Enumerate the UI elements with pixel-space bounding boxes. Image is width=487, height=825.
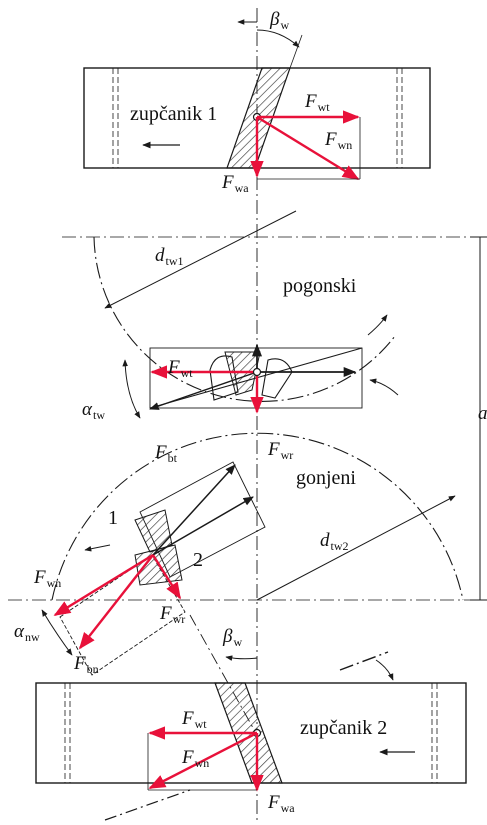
label-f-wt-top: Fwt xyxy=(305,91,330,114)
label-driving-gear: pogonski xyxy=(283,275,357,297)
label-f-wa-bot: Fwa xyxy=(268,792,295,815)
label-num-1: 1 xyxy=(108,507,118,529)
label-f-wr-left: Fwr xyxy=(160,603,186,626)
label-alpha-tw: αtw xyxy=(82,399,105,422)
label-beta-w-top: βw xyxy=(270,9,290,32)
label-f-bt: Fbt xyxy=(155,442,177,465)
label-beta-w-mid: βw xyxy=(223,626,243,649)
label-f-wn-left: Fwn xyxy=(34,567,62,590)
label-f-wt-mid: Fwt xyxy=(168,357,193,380)
label-alpha-nw: αnw xyxy=(14,621,40,644)
pitch-circles xyxy=(8,210,487,601)
label-d-tw1: dtw1 xyxy=(155,245,184,268)
label-d-tw2: dtw2 xyxy=(320,530,349,553)
gear2-top-view xyxy=(35,651,467,821)
label-f-wr-mid: Fwr xyxy=(268,439,294,462)
label-f-wn-bot: Fwn xyxy=(182,747,210,770)
label-f-wa-top: Fwa xyxy=(222,172,249,195)
label-f-bn: Fbn xyxy=(74,653,99,676)
label-f-wn-top: Fwn xyxy=(325,129,353,152)
label-center-distance: a xyxy=(478,403,487,424)
label-gear1: zupčanik 1 xyxy=(130,103,218,125)
label-gear2: zupčanik 2 xyxy=(300,717,388,739)
label-driven-gear: gonjeni xyxy=(296,467,356,489)
gear1-top-view xyxy=(83,19,431,181)
label-f-wt-bot: Fwt xyxy=(182,708,207,731)
label-num-2: 2 xyxy=(193,549,203,571)
mesh-zone xyxy=(122,343,363,419)
